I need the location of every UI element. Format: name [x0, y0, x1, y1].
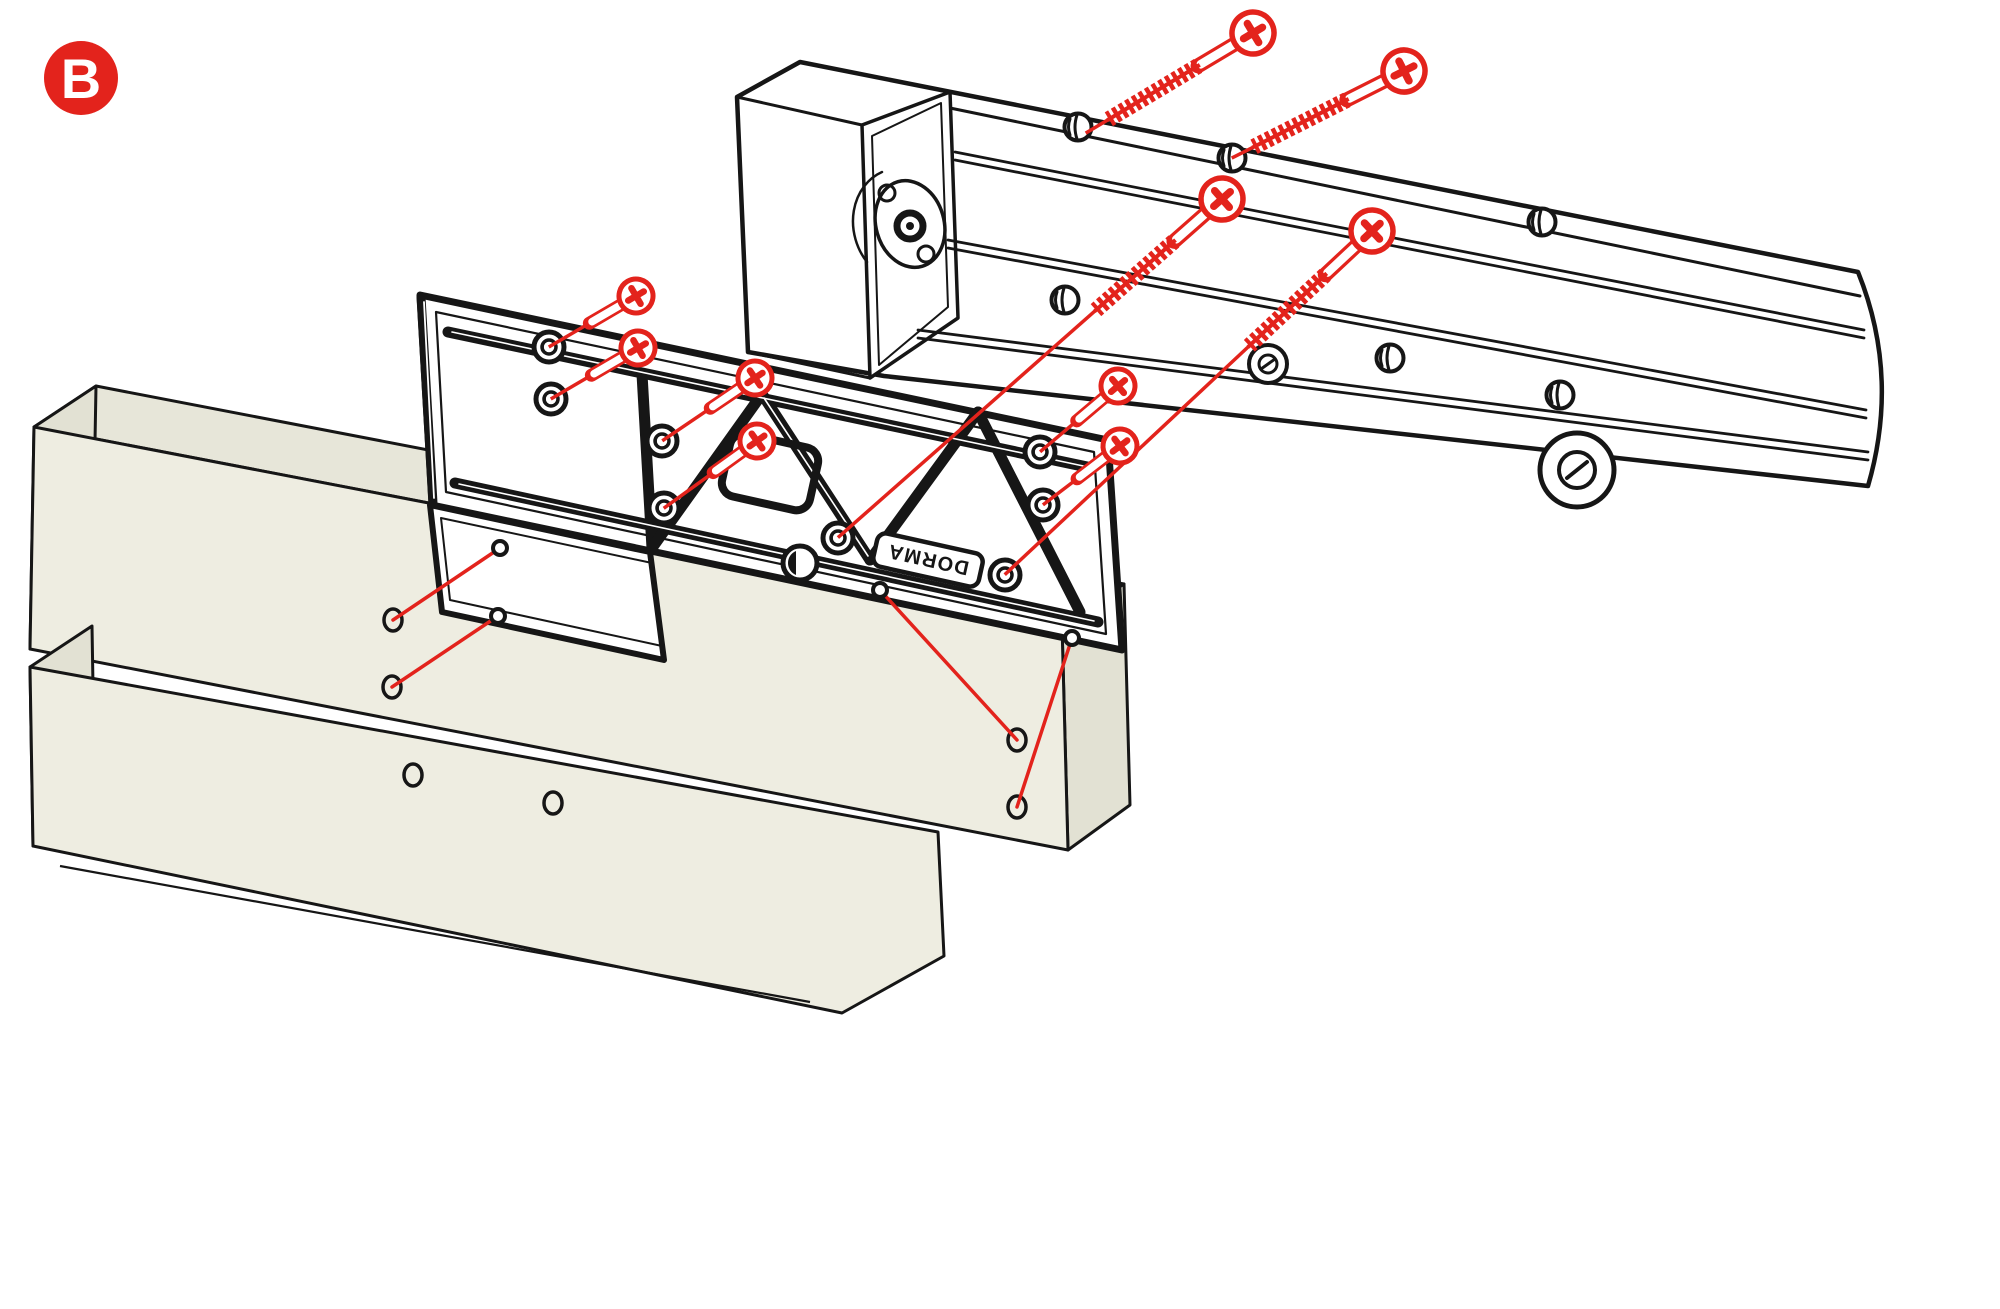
step-badge: B: [44, 41, 118, 115]
door-closer-body: [734, 59, 1885, 510]
body-plug-hole: [1049, 284, 1081, 316]
body-plug-hole: [1544, 379, 1576, 411]
wood-screw: [662, 417, 781, 510]
pilot-hole: [402, 762, 424, 788]
step-badge-label: B: [61, 47, 101, 110]
spindle: [851, 170, 947, 270]
machine-screw: [836, 169, 1252, 539]
plate-hole: [647, 426, 677, 456]
body-plug-hole: [1526, 206, 1558, 238]
plate-pilot-hole: [489, 607, 507, 625]
plate-holes: [489, 332, 1081, 647]
plate-to-door-guide-lines: [390, 546, 1074, 809]
lower-board: [28, 624, 946, 1015]
end-cap: [735, 90, 960, 380]
fixing-screws: [547, 4, 1432, 576]
plate-pilot-hole: [491, 539, 509, 557]
plate-pilot-hole: [1063, 629, 1081, 647]
plate-spindle-hole: [780, 543, 820, 583]
machine-screw: [1230, 43, 1432, 177]
machine-screw: [1084, 4, 1282, 151]
plate-hole: [1028, 490, 1058, 520]
mounting-plate: DORMA: [390, 291, 1126, 809]
wood-screw: [661, 354, 779, 443]
guide-line: [1015, 636, 1074, 809]
guide-line: [391, 546, 502, 622]
wood-screw: [1038, 362, 1142, 454]
body-plug-hole: [1062, 111, 1094, 143]
plate-pilot-hole: [871, 581, 889, 599]
adjuster-ring: [1537, 430, 1617, 510]
guide-line: [390, 614, 500, 689]
wood-screw: [1041, 422, 1144, 507]
body-rails: [916, 150, 1870, 462]
pilot-hole: [542, 790, 564, 816]
guide-line: [878, 588, 1019, 742]
wood-screw: [547, 273, 659, 349]
valve-boss: [1247, 343, 1289, 385]
wood-screw: [549, 325, 661, 401]
body-plug-hole: [1374, 342, 1406, 374]
